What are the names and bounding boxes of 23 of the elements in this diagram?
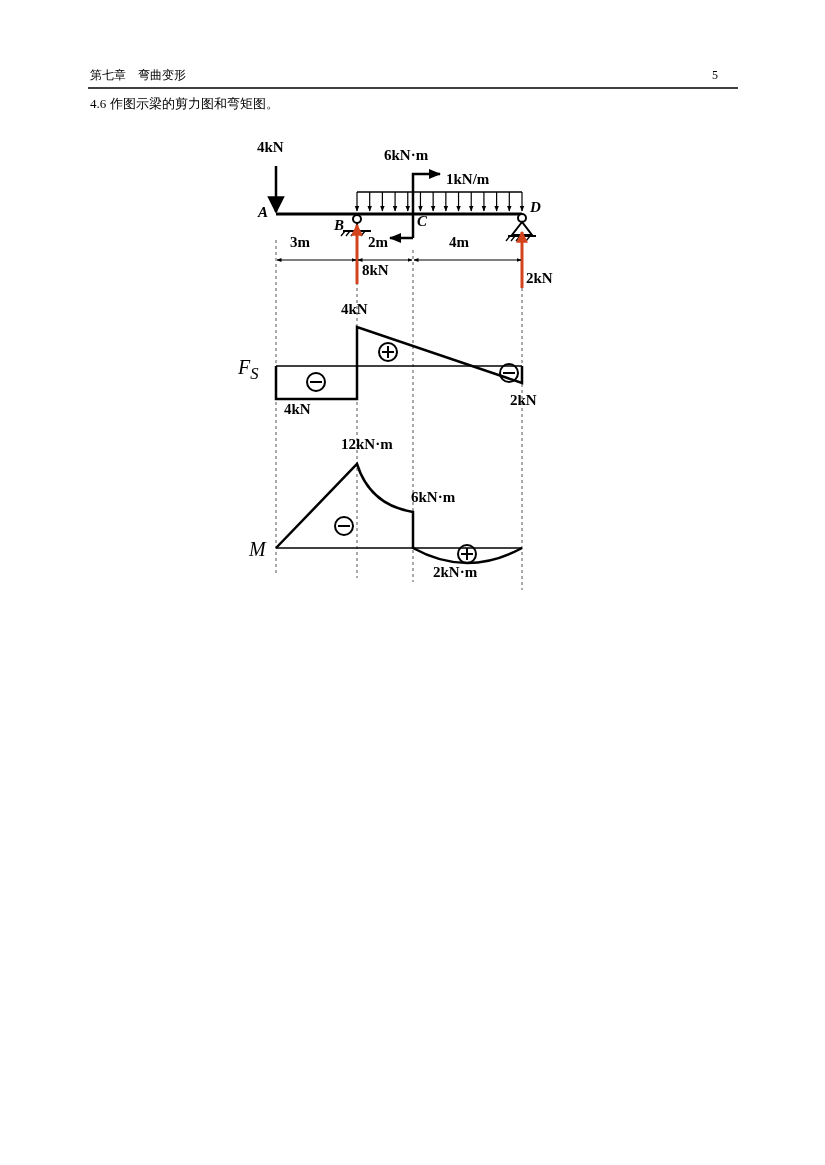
question-text: 4.6 作图示梁的剪力图和弯矩图。	[90, 97, 279, 110]
value-label: 2kN	[510, 393, 537, 408]
point-label: D	[530, 200, 541, 215]
dimension-label: 3m	[290, 235, 310, 250]
value-label: 2kN·m	[433, 565, 478, 580]
point-label: B	[334, 218, 344, 233]
force-label: 4kN	[257, 140, 284, 155]
value-label: 6kN·m	[411, 490, 456, 505]
point-label: A	[258, 205, 268, 220]
chapter-header: 第七章 弯曲变形	[90, 69, 186, 81]
reaction-label: 8kN	[362, 263, 389, 278]
moment-label: 6kN·m	[384, 148, 429, 163]
point-label: C	[417, 214, 427, 229]
value-label: 4kN	[284, 402, 311, 417]
page-number: 5	[712, 69, 718, 81]
axis-label: M	[249, 539, 266, 559]
load-label: 1kN/m	[446, 172, 490, 187]
value-label: 12kN·m	[341, 437, 393, 452]
dimension-label: 2m	[368, 235, 388, 250]
reaction-label: 2kN	[526, 271, 553, 286]
dimension-label: 4m	[449, 235, 469, 250]
axis-label: F$_{S}$	[238, 357, 259, 383]
value-label: 4kN	[341, 302, 368, 317]
